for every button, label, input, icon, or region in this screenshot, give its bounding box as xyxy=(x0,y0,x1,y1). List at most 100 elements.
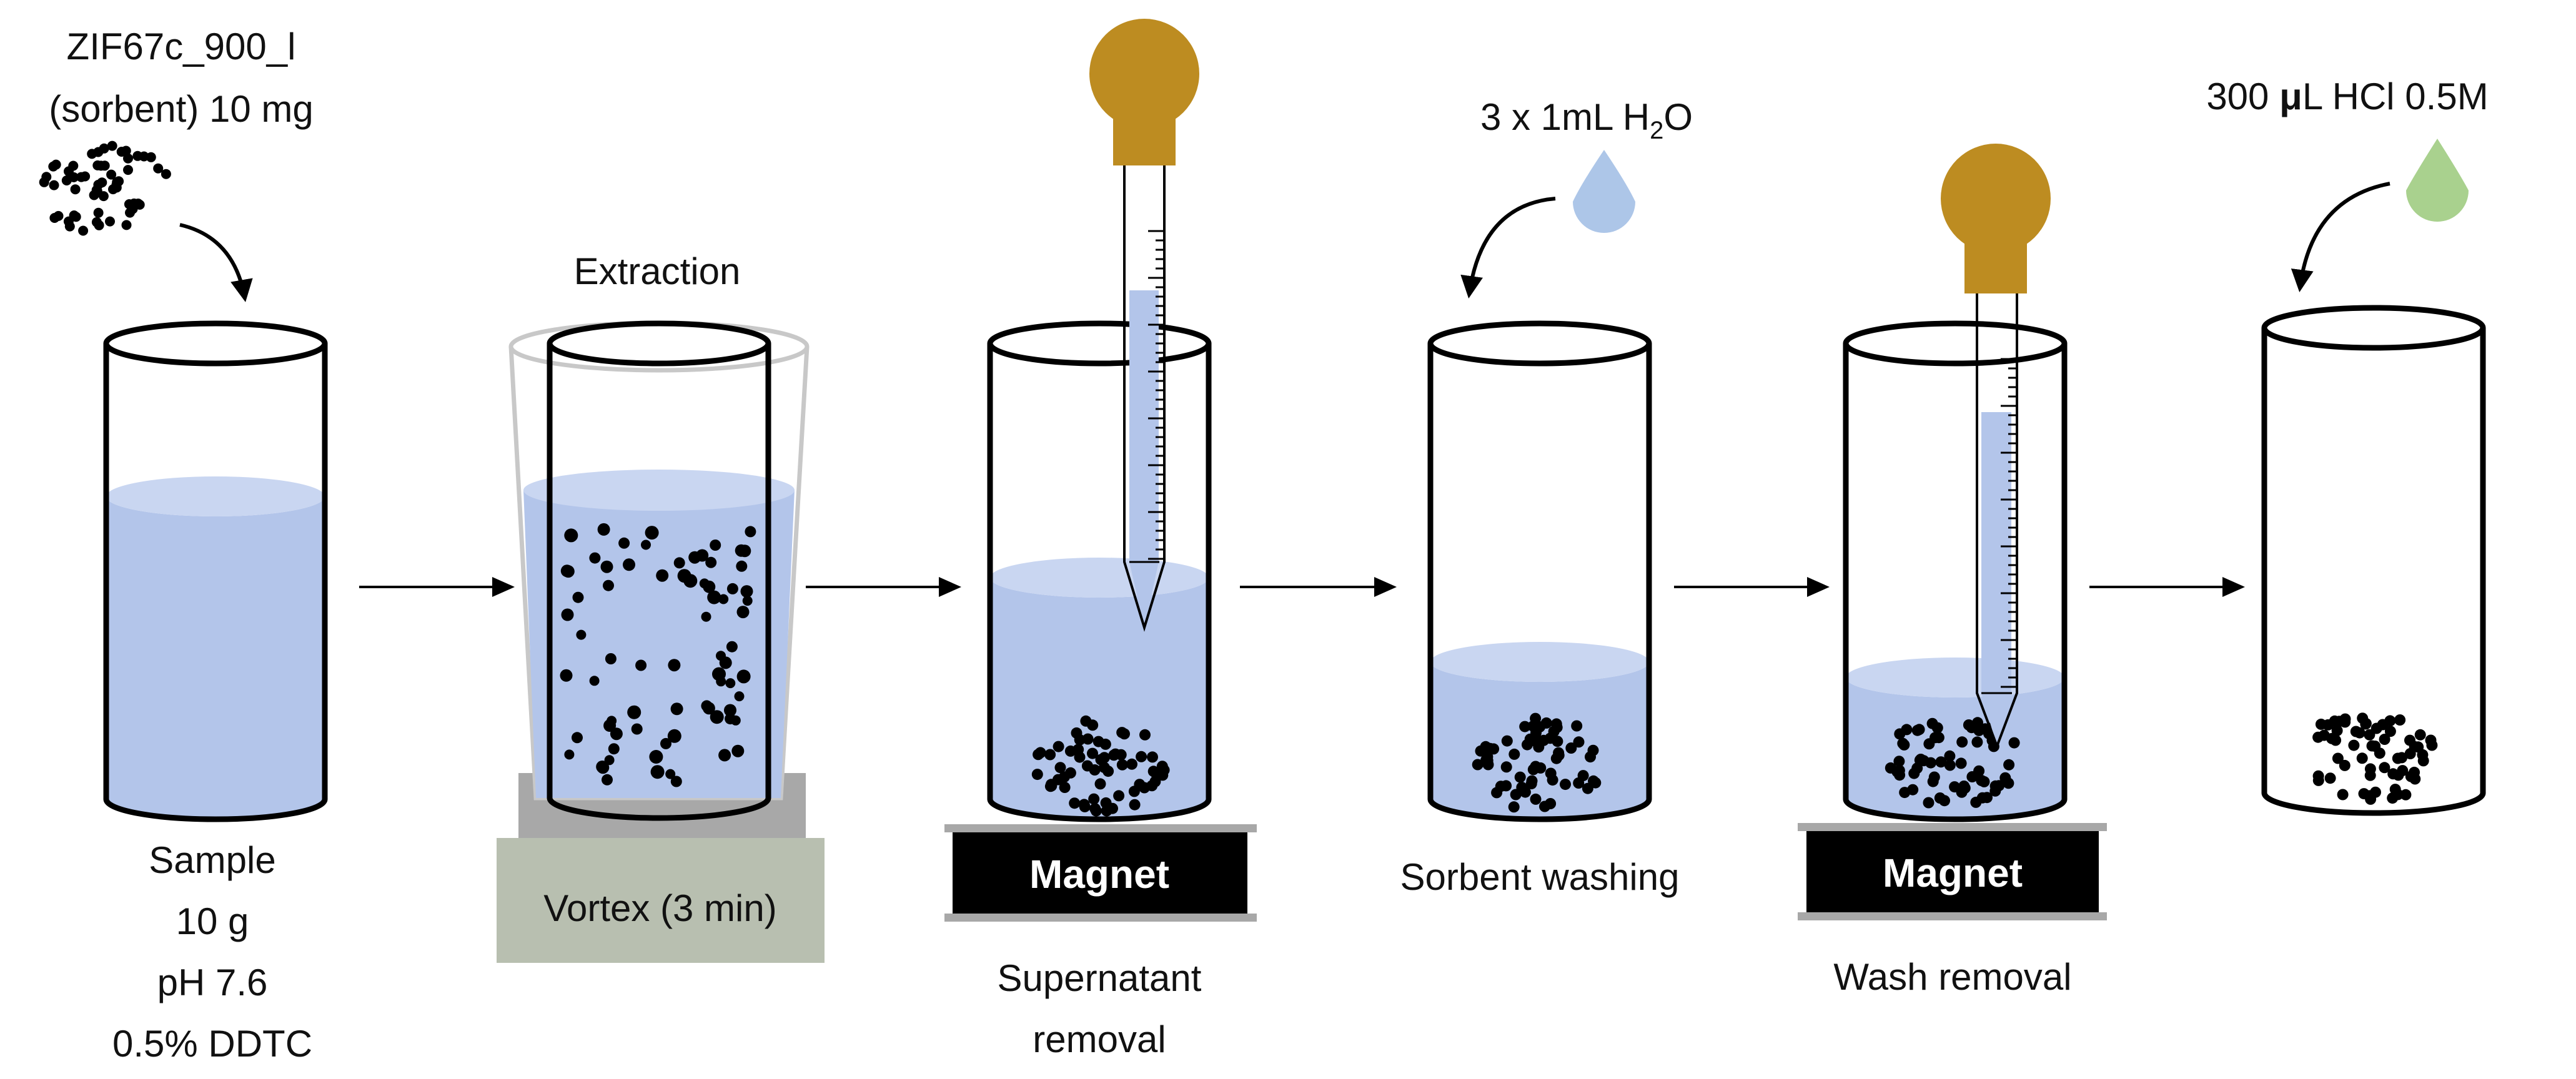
dispersed-particles-icon xyxy=(560,523,756,787)
sorbent-particle xyxy=(1113,790,1125,802)
sorbent-particle xyxy=(736,606,750,619)
sorbent-particle xyxy=(589,552,601,564)
sorbent-particle xyxy=(2008,737,2020,749)
sorbent-particle xyxy=(2392,769,2404,781)
sorbent-particle xyxy=(1088,793,1100,805)
water-drop-icon xyxy=(1573,150,1635,233)
sorbent-particle xyxy=(1573,777,1585,789)
sorbent-particle xyxy=(736,560,748,572)
sorbent-particle xyxy=(2404,748,2416,759)
sorbent-particle xyxy=(631,723,643,735)
sorbent-particle xyxy=(1525,778,1537,790)
sorbent-particle xyxy=(1565,742,1577,754)
wash-removal-caption: Wash removal xyxy=(1833,956,2071,998)
sorbent-particle xyxy=(2356,752,2368,764)
sorbent-particle xyxy=(1585,751,1596,763)
step-sorbent-washing: 3 x 1mL H2O Sorbent washing xyxy=(1400,96,1693,898)
sorbent-particle xyxy=(1129,799,1141,810)
sorbent-particle xyxy=(730,715,741,726)
sorbent-particle xyxy=(1548,726,1560,737)
sorbent-particle xyxy=(93,207,104,218)
settled-sorbent-icon xyxy=(2312,712,2438,805)
sorbent-particle xyxy=(1971,736,1983,748)
sorbent-particle xyxy=(660,737,671,749)
sorbent-particle xyxy=(618,537,630,549)
sorbent-particle xyxy=(645,526,659,540)
settled-sorbent-icon xyxy=(1885,717,2020,809)
sorbent-particle xyxy=(2405,771,2417,782)
sorbent-particle xyxy=(2392,752,2404,764)
sorbent-particle xyxy=(608,743,620,755)
sorbent-particle xyxy=(1078,799,1090,810)
sorbent-particle xyxy=(1979,723,1991,735)
sorbent-particle xyxy=(2350,726,2362,737)
sorbent-particle xyxy=(1126,758,1137,770)
sorbent-particle xyxy=(2324,772,2336,784)
sorbent-particle xyxy=(1955,757,1967,769)
sorbent-particle xyxy=(105,216,115,227)
sorbent-particle xyxy=(610,727,623,741)
supernatant-caption-line2: removal xyxy=(1033,1018,1166,1060)
sorbent-particle xyxy=(1109,748,1121,760)
acid-drop-icon xyxy=(2406,139,2469,222)
sorbent-particle xyxy=(1080,715,1092,727)
sorbent-particle xyxy=(1107,802,1118,814)
sorbent-particle xyxy=(731,744,745,757)
sorbent-particle xyxy=(2337,789,2349,801)
sorbent-particle xyxy=(2339,759,2351,771)
sorbent-particle xyxy=(2384,715,2396,727)
sorbent-particle xyxy=(96,160,106,171)
sorbent-particle xyxy=(719,656,732,669)
sorbent-particle xyxy=(1553,749,1565,761)
sorbent-particle xyxy=(97,177,107,188)
step-elution: 300 μL HCl 0.5M xyxy=(2206,76,2489,816)
sorbent-particle xyxy=(1972,717,1983,729)
sorbent-particle xyxy=(683,574,698,588)
sorbent-particle xyxy=(1139,782,1151,794)
sorbent-particle xyxy=(710,710,724,724)
magnet-block: Magnet xyxy=(944,824,1257,922)
supernatant-caption-line1: Supernatant xyxy=(998,957,1202,999)
sorbent-particle xyxy=(106,169,117,180)
sorbent-particle xyxy=(2374,747,2385,759)
step-sample: ZIF67c_900_l (sorbent) 10 mg Sample 10 g… xyxy=(39,26,328,1065)
sorbent-particle xyxy=(153,163,164,174)
sorbent-particle xyxy=(1897,737,1909,749)
sorbent-particle xyxy=(2003,759,2015,771)
sorbent-particle xyxy=(76,172,87,182)
sorbent-particle xyxy=(1090,805,1102,817)
extraction-title: Extraction xyxy=(574,250,741,292)
sorbent-particle xyxy=(1590,777,1602,789)
sample-tube xyxy=(103,320,328,822)
washing-tube-rim xyxy=(1427,320,1652,367)
sorbent-particle xyxy=(1966,771,1978,782)
sorbent-particle xyxy=(1913,724,1925,736)
sorbent-particle xyxy=(600,560,613,573)
sorbent-particle xyxy=(650,765,665,779)
graduated-pipette-icon xyxy=(1941,144,2051,750)
sorbent-particle xyxy=(1923,797,1934,809)
sorbent-particle xyxy=(1491,787,1503,799)
sorbent-particle xyxy=(560,669,573,682)
sorbent-particle xyxy=(1500,780,1512,792)
sorbent-particle xyxy=(51,159,61,170)
sorbent-particle xyxy=(670,776,682,787)
sorbent-particle xyxy=(1136,751,1147,762)
sorbent-particle xyxy=(738,544,751,558)
sorbent-particle xyxy=(2412,741,2424,753)
sorbent-particle xyxy=(1045,779,1057,791)
sorbent-particle xyxy=(641,540,651,550)
sorbent-particle xyxy=(702,702,715,715)
sorbent-particle xyxy=(1501,735,1513,747)
supernatant-tube-rim xyxy=(987,320,1212,367)
sorbent-particle xyxy=(111,182,122,193)
extraction-tube-rim xyxy=(547,320,771,367)
sorbent-particle xyxy=(49,213,60,223)
sorbent-particle xyxy=(1044,749,1056,761)
sample-liquid-surface xyxy=(106,476,325,516)
sorbent-particle xyxy=(670,702,683,716)
sorbent-particle xyxy=(2331,725,2343,736)
sorbent-particle xyxy=(710,540,721,551)
sorbent-particle xyxy=(1087,747,1098,759)
